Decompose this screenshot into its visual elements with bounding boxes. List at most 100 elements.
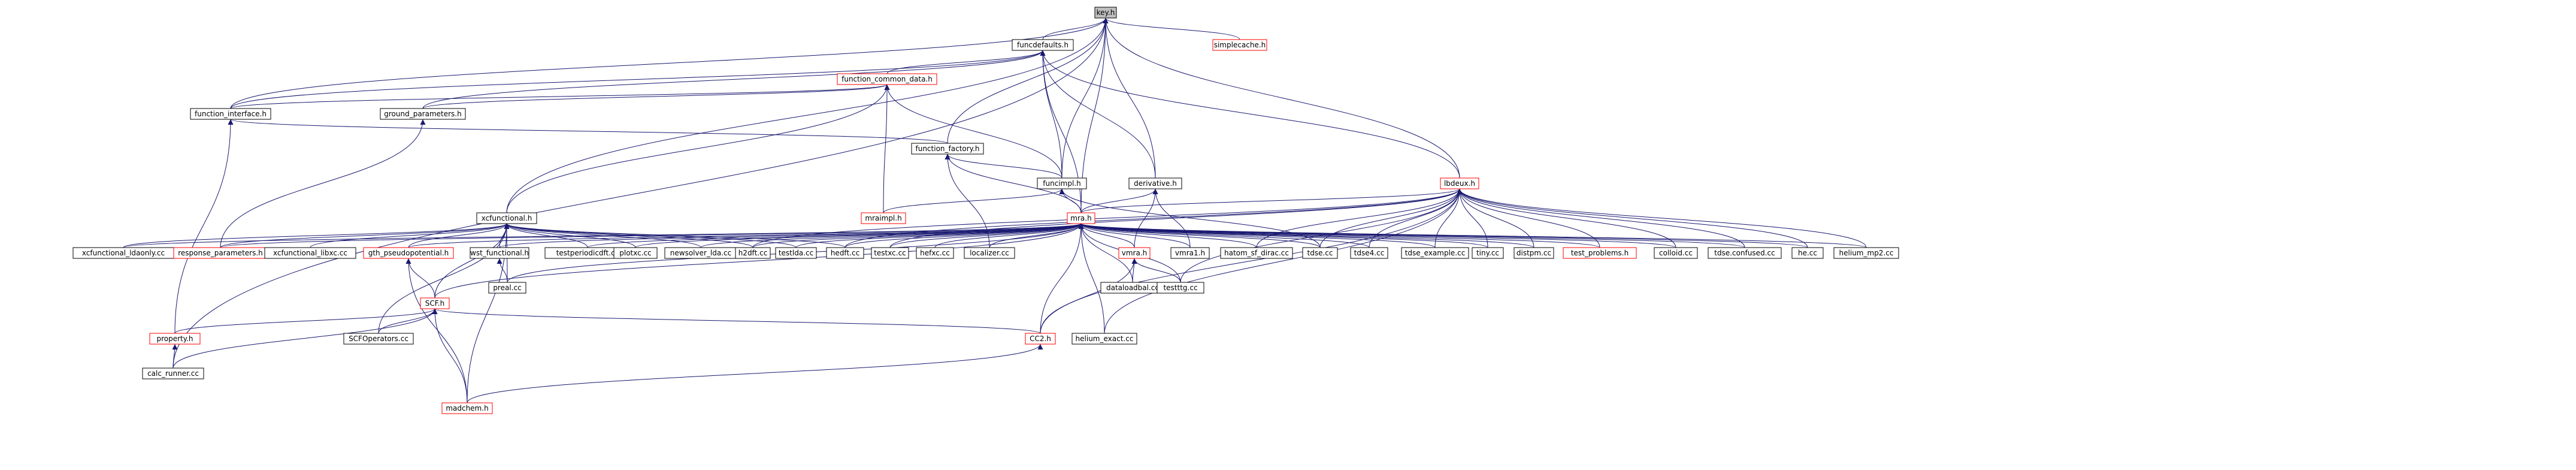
node-respparam[interactable]: response_parameters.h <box>173 247 268 259</box>
node-heliummp2[interactable]: helium_mp2.cc <box>1833 247 1899 259</box>
node-plotxc[interactable]: plotxc.cc <box>613 247 658 259</box>
node-colloid[interactable]: colloid.cc <box>1654 247 1698 259</box>
node-box <box>1128 177 1182 189</box>
edge-tiny-to-lbdeux <box>1457 188 1488 248</box>
node-distpm[interactable]: distpm.cc <box>1513 247 1554 259</box>
node-box <box>363 247 454 259</box>
node-mra[interactable]: mra.h <box>1067 212 1095 224</box>
edge-preal-to-wstfunc <box>497 258 508 283</box>
node-localizer[interactable]: localizer.cc <box>964 247 1015 259</box>
node-tdseconf[interactable]: tdse.confused.cc <box>1708 247 1782 259</box>
node-newsolver[interactable]: newsolver_lda.cc <box>664 247 737 259</box>
edge-mraimpl-to-fcd <box>883 84 890 213</box>
node-label: plotxc.cc <box>619 249 652 257</box>
node-fcd[interactable]: function_common_data.h <box>837 73 937 85</box>
edge-tdse_ex-to-lbdeux <box>1434 188 1463 248</box>
node-gthpseudo[interactable]: gth_pseudopotential.h <box>363 247 454 259</box>
node-box <box>1067 212 1095 224</box>
node-label: key.h <box>1097 8 1115 17</box>
node-simplecache[interactable]: simplecache.h <box>1212 39 1267 51</box>
node-testxc[interactable]: testxc.cc <box>871 247 909 259</box>
node-box <box>1220 247 1293 259</box>
node-box <box>1350 247 1388 259</box>
node-box <box>1212 39 1267 51</box>
node-box <box>420 297 450 309</box>
node-hatom[interactable]: hatom_sf_dirac.cc <box>1220 247 1293 259</box>
node-key[interactable]: key.h <box>1094 7 1117 19</box>
node-heliumexact[interactable]: helium_exact.cc <box>1071 333 1137 345</box>
node-testlda[interactable]: testlda.cc <box>775 247 817 259</box>
node-ground[interactable]: ground_parameters.h <box>380 108 466 120</box>
node-preal[interactable]: preal.cc <box>488 282 526 294</box>
node-madchem[interactable]: madchem.h <box>441 402 493 414</box>
node-box <box>775 247 817 259</box>
node-xcfunctional[interactable]: xcfunctional.h <box>476 212 537 224</box>
node-testprob[interactable]: test_problems.h <box>1563 247 1637 259</box>
node-box <box>264 247 356 259</box>
node-tiny[interactable]: tiny.cc <box>1472 247 1504 259</box>
node-property[interactable]: property.h <box>149 333 201 345</box>
node-label: funcdefaults.h <box>1017 41 1068 49</box>
edge-plotxc-to-xcfunctional <box>504 223 636 248</box>
node-fiface[interactable]: function_interface.h <box>190 108 271 120</box>
edge-tdse4-to-lbdeux <box>1369 188 1463 248</box>
node-h2dft[interactable]: h2dft.cc <box>735 247 771 259</box>
node-label: function_interface.h <box>195 110 267 118</box>
node-label: property.h <box>156 335 193 343</box>
edge-funcimpl-to-ffactory <box>945 153 1063 179</box>
node-mraimpl[interactable]: mraimpl.h <box>861 212 906 224</box>
node-scf[interactable]: SCF.h <box>420 297 450 309</box>
node-xcf_libxc[interactable]: xcfunctional_libxc.cc <box>264 247 356 259</box>
edge-derivative-to-funcdefaults <box>1040 50 1156 179</box>
node-label: response_parameters.h <box>178 249 263 257</box>
edge-heliummp2-to-mra <box>1079 223 1867 248</box>
node-xcf_lda[interactable]: xcfunctional_ldaonly.cc <box>72 247 174 259</box>
edge-hatom-to-mra <box>1078 223 1257 248</box>
edge-cc2-to-mra <box>1040 223 1084 334</box>
node-scfops[interactable]: SCFOperators.cc <box>343 333 414 345</box>
edge-cc2-to-vmra <box>1040 258 1137 334</box>
node-box <box>1037 177 1087 189</box>
node-funcdefaults[interactable]: funcdefaults.h <box>1012 39 1074 51</box>
node-box <box>380 108 466 120</box>
node-testttg[interactable]: testttg.cc <box>1157 282 1204 294</box>
node-lbdeux[interactable]: lbdeux.h <box>1440 177 1479 189</box>
edge-hedft-to-mra <box>844 223 1084 248</box>
edge-vmra-to-derivative <box>1134 188 1158 248</box>
node-derivative[interactable]: derivative.h <box>1128 177 1182 189</box>
node-cc2[interactable]: CC2.h <box>1025 333 1056 345</box>
edge-dataload-to-mra <box>1078 223 1133 283</box>
node-funcimpl[interactable]: funcimpl.h <box>1037 177 1087 189</box>
node-label: xcfunctional.h <box>482 214 532 222</box>
node-tdse_ex[interactable]: tdse_example.cc <box>1401 247 1469 259</box>
edge-funcimpl-to-key <box>1061 17 1109 179</box>
edge-mra-to-lbdeux <box>1080 188 1463 213</box>
node-box <box>1654 247 1698 259</box>
node-tdse4[interactable]: tdse4.cc <box>1350 247 1388 259</box>
node-dataload[interactable]: dataloadbal.cc <box>1100 282 1165 294</box>
node-label: CC2.h <box>1030 335 1051 343</box>
node-testperiodic[interactable]: testperiodicdft.cc <box>544 247 631 259</box>
node-label: testlda.cc <box>779 249 813 257</box>
node-label: hatom_sf_dirac.cc <box>1224 249 1289 257</box>
node-box <box>1170 247 1210 259</box>
edge-heliummp2-to-lbdeux <box>1457 188 1867 248</box>
edge-property-to-fiface <box>174 119 234 334</box>
node-label: tdse.confused.cc <box>1714 249 1775 257</box>
node-label: helium_mp2.cc <box>1839 249 1894 257</box>
node-hefxc[interactable]: hefxc.cc <box>916 247 954 259</box>
node-label: preal.cc <box>493 284 521 292</box>
node-box <box>343 333 414 345</box>
node-tdse[interactable]: tdse.cc <box>1302 247 1338 259</box>
node-box <box>1472 247 1504 259</box>
node-vmra[interactable]: vmra.h <box>1118 247 1151 259</box>
edge-fiface-to-fcd <box>230 84 890 109</box>
node-label: tdse_example.cc <box>1405 249 1466 257</box>
node-wstfunc[interactable]: wst_functional.h <box>470 247 529 259</box>
node-hecc[interactable]: he.cc <box>1791 247 1824 259</box>
node-hedft[interactable]: hedft.cc <box>826 247 864 259</box>
node-ffactory[interactable]: function_factory.h <box>911 143 984 155</box>
node-vmra1[interactable]: vmra1.h <box>1170 247 1210 259</box>
node-calcrunner[interactable]: calc_runner.cc <box>142 367 204 379</box>
